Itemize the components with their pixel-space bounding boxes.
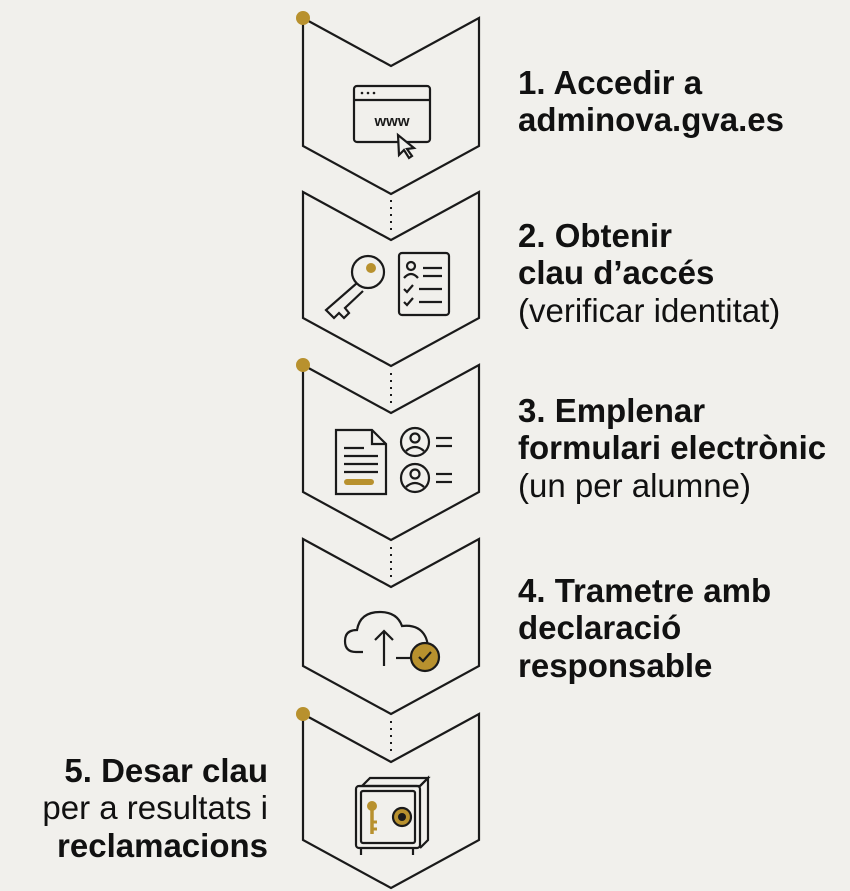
chevron-step-2 (301, 190, 481, 368)
step-5-title-line-2: reclamacions (57, 826, 268, 864)
step-5-text: 5. Desar clau per a resultats i reclamac… (42, 752, 268, 864)
step-4-title-line-2: declaració (518, 609, 682, 647)
step-1-title-line-1: 1. Accedir a (518, 64, 703, 101)
svg-text:www: www (373, 113, 409, 130)
chevron-step-1 (301, 16, 481, 196)
step-4-text: 4. Trametre amb declaració responsable (518, 572, 771, 684)
accent-dot-1 (296, 11, 310, 25)
accent-dot-3 (296, 358, 310, 372)
chevron-step-5 (301, 712, 481, 890)
step-3-title-line-1: 3. Emplenar (518, 392, 706, 429)
accent-dot-5 (296, 707, 310, 721)
step-3-text: 3. Emplenar formulari electrònic (un per… (518, 392, 826, 504)
step-4-title-line-3: responsable (518, 646, 713, 684)
step-2-title-line-1: 2. Obtenir (518, 217, 673, 254)
step-1-title-line-2: adminova.gva.es (518, 101, 784, 139)
form-users-icon (334, 426, 452, 496)
step-2-text: 2. Obtenir clau d’accés (verificar ident… (518, 217, 780, 329)
step-3-title-line-2: formulari electrònic (518, 429, 827, 467)
step-3-subtitle: (un per alumne) (518, 466, 751, 504)
chevron-step-4 (301, 537, 481, 716)
cloud-upload-check-icon (343, 610, 441, 673)
safe-key-icon (354, 775, 431, 855)
step-2-subtitle: (verificar identitat) (518, 291, 781, 329)
step-5-title-line-1: 5. Desar clau (64, 752, 268, 789)
step-2-title-line-2: clau d’accés (518, 254, 715, 292)
step-1-text: 1. Accedir a adminova.gva.es (518, 64, 784, 139)
browser-www-icon: www (352, 84, 432, 160)
step-5-subtitle: per a resultats i (42, 789, 268, 827)
key-id-card-icon (324, 251, 451, 320)
step-4-title-line-1: 4. Trametre amb (518, 572, 772, 609)
chevron-step-3 (301, 363, 481, 542)
